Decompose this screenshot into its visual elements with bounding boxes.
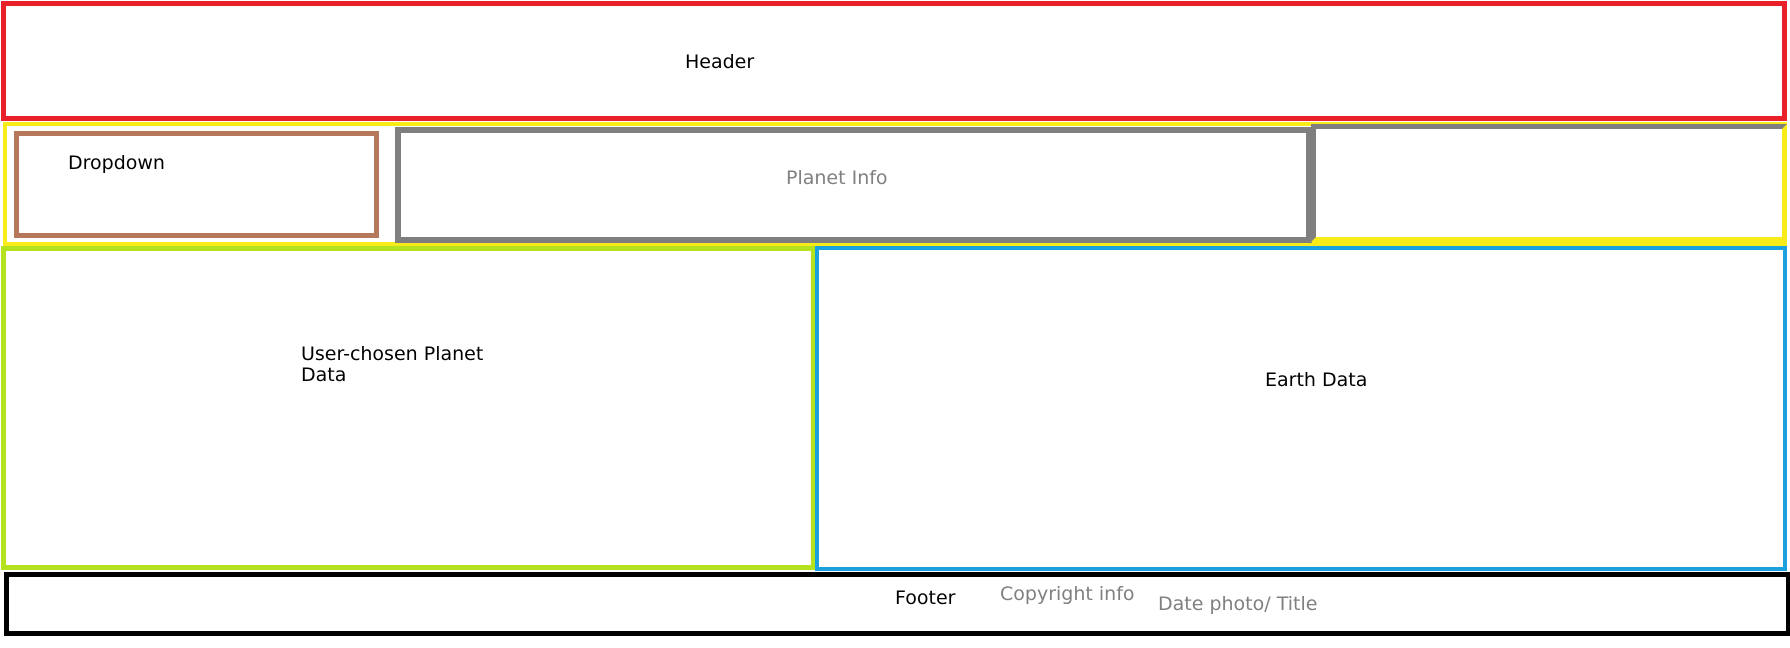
planet-info-label: Planet Info: [786, 167, 888, 189]
header-region: [1, 1, 1787, 121]
earth-data-region: [815, 246, 1787, 571]
earth-data-label: Earth Data: [1265, 369, 1368, 391]
user-planet-data-label: User-chosen Planet Data: [301, 343, 484, 386]
right-panel-region: [1311, 124, 1787, 242]
date-photo-title-label: Date photo/ Title: [1158, 593, 1318, 615]
footer-label: Footer: [895, 587, 956, 609]
dropdown-region: [14, 131, 379, 238]
dropdown-label: Dropdown: [68, 152, 165, 174]
footer-region: [4, 572, 1790, 636]
user-planet-data-region: [1, 246, 816, 570]
header-label: Header: [685, 51, 755, 73]
planet-info-region: [395, 127, 1312, 243]
copyright-label: Copyright info: [1000, 583, 1135, 605]
